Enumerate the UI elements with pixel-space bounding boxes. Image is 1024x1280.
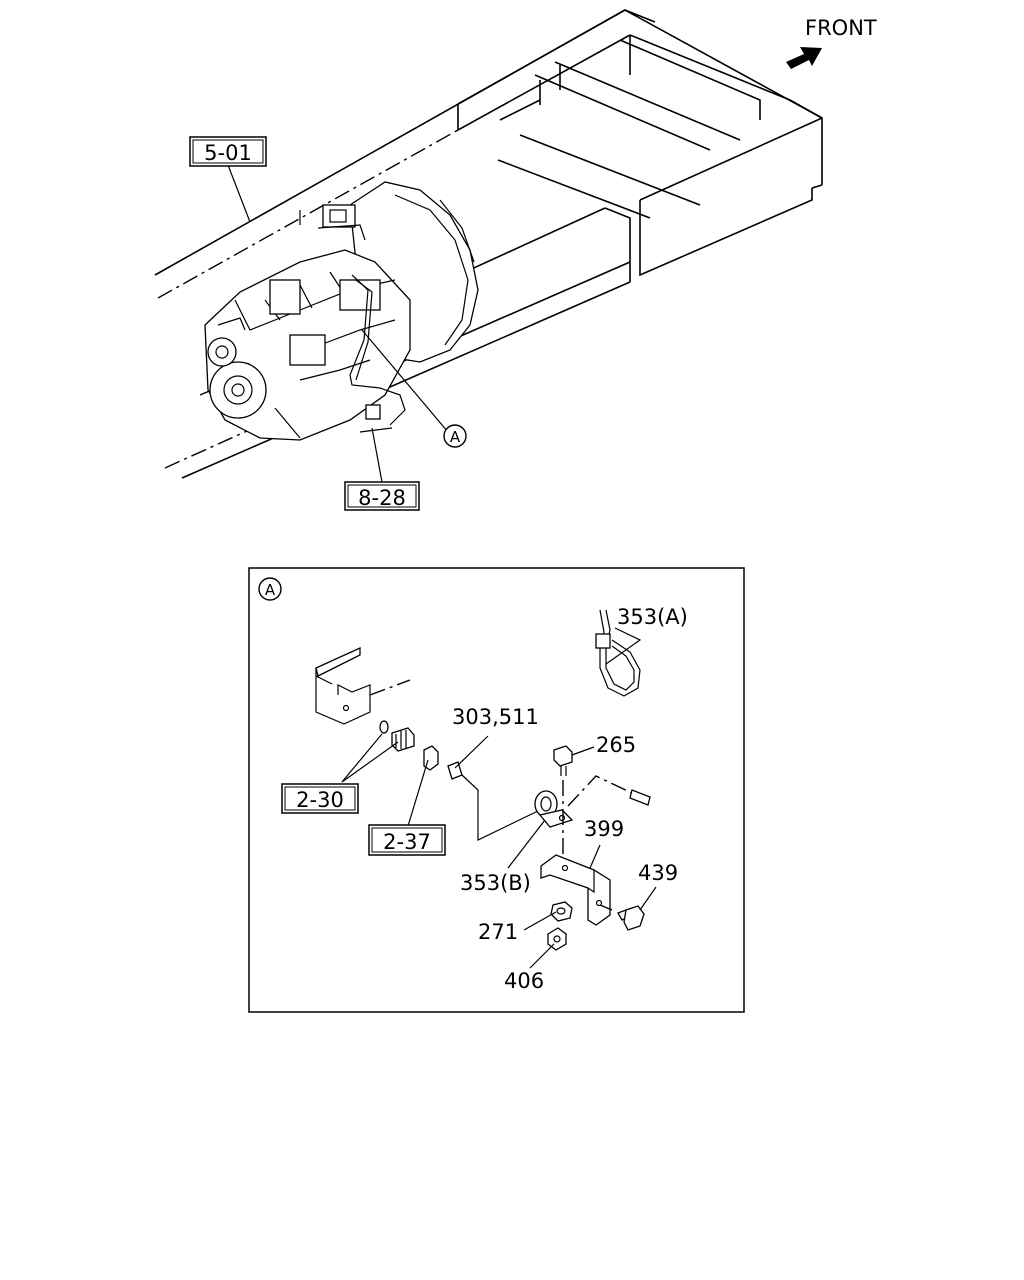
leader-406 — [529, 943, 555, 969]
connector — [423, 745, 439, 771]
harness-line — [461, 774, 541, 841]
detail-a-corner-marker: A — [258, 577, 282, 601]
ref-box-2-30[interactable]: 2-30 — [281, 783, 359, 814]
bolt-side — [599, 904, 645, 931]
nut — [547, 927, 567, 951]
leader-2-37 — [407, 759, 429, 827]
harness-end — [629, 789, 651, 806]
harness-dash — [567, 775, 635, 807]
label-353b: 353(B) — [460, 871, 531, 895]
detail-a-marker[interactable]: A — [443, 424, 467, 448]
label-271: 271 — [478, 920, 518, 944]
transmission-assembly — [204, 181, 479, 441]
washer — [550, 901, 573, 922]
ref-2-30-label: 2-30 — [296, 788, 344, 812]
detail-a-frame — [248, 567, 745, 1013]
ref-828-leader — [371, 427, 383, 483]
ref-5-01-label: 5-01 — [204, 141, 252, 165]
tie-band — [595, 609, 641, 697]
arrow-front-icon — [786, 47, 822, 69]
ref-501-leader — [227, 164, 251, 223]
sleeve — [447, 761, 463, 780]
leader-353a — [605, 627, 642, 665]
leader-303-511 — [454, 735, 489, 769]
leader-2-30 — [341, 733, 399, 783]
label-265: 265 — [596, 733, 636, 757]
bracket — [540, 854, 611, 926]
clip — [534, 790, 574, 828]
label-439: 439 — [638, 861, 678, 885]
transmission-housing-fragment — [315, 646, 411, 725]
leader-439 — [639, 886, 657, 911]
detail-a-leader — [361, 329, 449, 433]
label-399: 399 — [584, 817, 624, 841]
switch-fitting — [379, 720, 415, 752]
front-label: FRONT — [805, 16, 877, 40]
leader-353b — [507, 819, 546, 869]
leader-265 — [571, 746, 595, 756]
ref-box-8-28[interactable]: 8-28 — [344, 481, 420, 511]
label-406: 406 — [504, 969, 544, 993]
leader-271 — [523, 911, 557, 931]
leader-399 — [589, 844, 601, 869]
ref-8-28-label: 8-28 — [358, 486, 406, 510]
label-303-511: 303,511 — [452, 705, 539, 729]
ref-2-37-label: 2-37 — [383, 830, 431, 854]
detail-a-corner-label: A — [265, 581, 276, 599]
detail-a-marker-label: A — [450, 428, 461, 446]
ref-box-2-37[interactable]: 2-37 — [368, 824, 446, 856]
bolt-top — [553, 745, 573, 870]
ref-box-5-01[interactable]: 5-01 — [189, 136, 267, 167]
label-353a: 353(A) — [617, 605, 688, 629]
